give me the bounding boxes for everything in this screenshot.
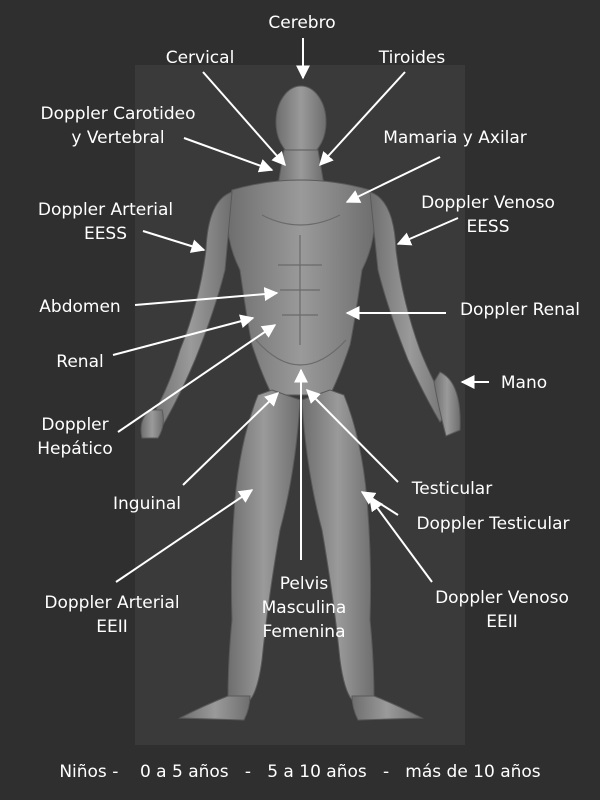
label-doppler-hepatico: Doppler Hepático: [20, 413, 130, 461]
label-doppler-arterial-eess: Doppler Arterial EESS: [18, 198, 193, 246]
label-pelvis: Pelvis Masculina Femenina: [246, 572, 362, 644]
label-doppler-carotideo: Doppler Carotideo y Vertebral: [18, 102, 218, 150]
label-abdomen: Abdomen: [24, 295, 136, 319]
label-renal-text: Renal: [56, 352, 104, 372]
arrow-doppler-arterial-eess: [142, 230, 206, 253]
arrow-testicular: [306, 389, 399, 483]
label-pelvis-line2: Masculina: [261, 598, 347, 618]
label-inguinal: Inguinal: [92, 492, 202, 516]
arrow-doppler-carotideo: [183, 137, 274, 173]
label-mano: Mano: [486, 371, 562, 395]
arrow-inguinal: [182, 392, 280, 486]
arrow-renal: [112, 314, 255, 356]
label-doppler-testicular: Doppler Testicular: [396, 512, 590, 536]
label-cervical-text: Cervical: [165, 48, 235, 68]
label-doppler-renal-text: Doppler Renal: [459, 300, 581, 320]
label-doppler-venoso-eeii: Doppler Venoso EEII: [414, 586, 590, 634]
label-doppler-venoso-eeii-line2: EEII: [486, 612, 518, 632]
label-doppler-venoso-eess-line1: Doppler Venoso: [421, 193, 555, 213]
arrow-mamaria: [345, 156, 441, 203]
label-cervical: Cervical: [150, 46, 250, 70]
arrow-tiroides: [319, 71, 406, 167]
muscle-shading: [255, 214, 347, 366]
label-doppler-arterial-eess-line1: Doppler Arterial: [37, 200, 174, 220]
label-doppler-renal: Doppler Renal: [446, 298, 594, 322]
arrow-cervical: [202, 71, 286, 167]
human-figure: [140, 85, 461, 721]
label-doppler-arterial-eess-line2: EESS: [83, 224, 128, 244]
label-abdomen-text: Abdomen: [39, 297, 121, 317]
label-tiroides: Tiroides: [360, 46, 464, 70]
arrow-doppler-hepatico: [117, 324, 277, 433]
label-inguinal-text: Inguinal: [113, 494, 181, 514]
arrows: [112, 38, 489, 583]
label-doppler-hepatico-line2: Hepático: [37, 439, 113, 459]
label-doppler-hepatico-line1: Doppler: [41, 415, 109, 435]
label-doppler-carotideo-line2: y Vertebral: [71, 128, 165, 148]
label-mamaria: Mamaria y Axilar: [360, 126, 550, 150]
label-testicular: Testicular: [394, 477, 510, 501]
label-mamaria-text: Mamaria y Axilar: [383, 128, 527, 148]
arrow-doppler-venoso-eeii: [369, 496, 433, 583]
label-doppler-venoso-eeii-line1: Doppler Venoso: [435, 588, 569, 608]
label-mano-text: Mano: [500, 373, 548, 393]
label-doppler-arterial-eeii-line1: Doppler Arterial: [44, 593, 180, 613]
label-doppler-venoso-eess: Doppler Venoso EESS: [400, 191, 576, 239]
label-doppler-carotideo-line1: Doppler Carotideo: [40, 104, 196, 124]
arrow-doppler-venoso-eess: [396, 217, 459, 246]
label-tiroides-text: Tiroides: [378, 48, 446, 68]
label-pelvis-line3: Femenina: [262, 622, 346, 642]
label-cerebro-text: Cerebro: [268, 13, 336, 33]
label-doppler-arterial-eeii-line2: EEII: [96, 617, 128, 637]
label-doppler-testicular-text: Doppler Testicular: [416, 514, 570, 534]
label-testicular-text: Testicular: [411, 479, 493, 499]
label-renal: Renal: [42, 350, 118, 374]
label-doppler-venoso-eess-line2: EESS: [466, 217, 510, 237]
age-groups-footer: Niños - 0 a 5 años - 5 a 10 años - más d…: [59, 762, 541, 782]
arrow-doppler-arterial-eeii: [115, 489, 254, 583]
label-cerebro: Cerebro: [250, 11, 354, 35]
label-pelvis-line1: Pelvis: [279, 574, 329, 594]
label-doppler-arterial-eeii: Doppler Arterial EEII: [22, 591, 202, 639]
arrow-abdomen: [134, 287, 279, 306]
